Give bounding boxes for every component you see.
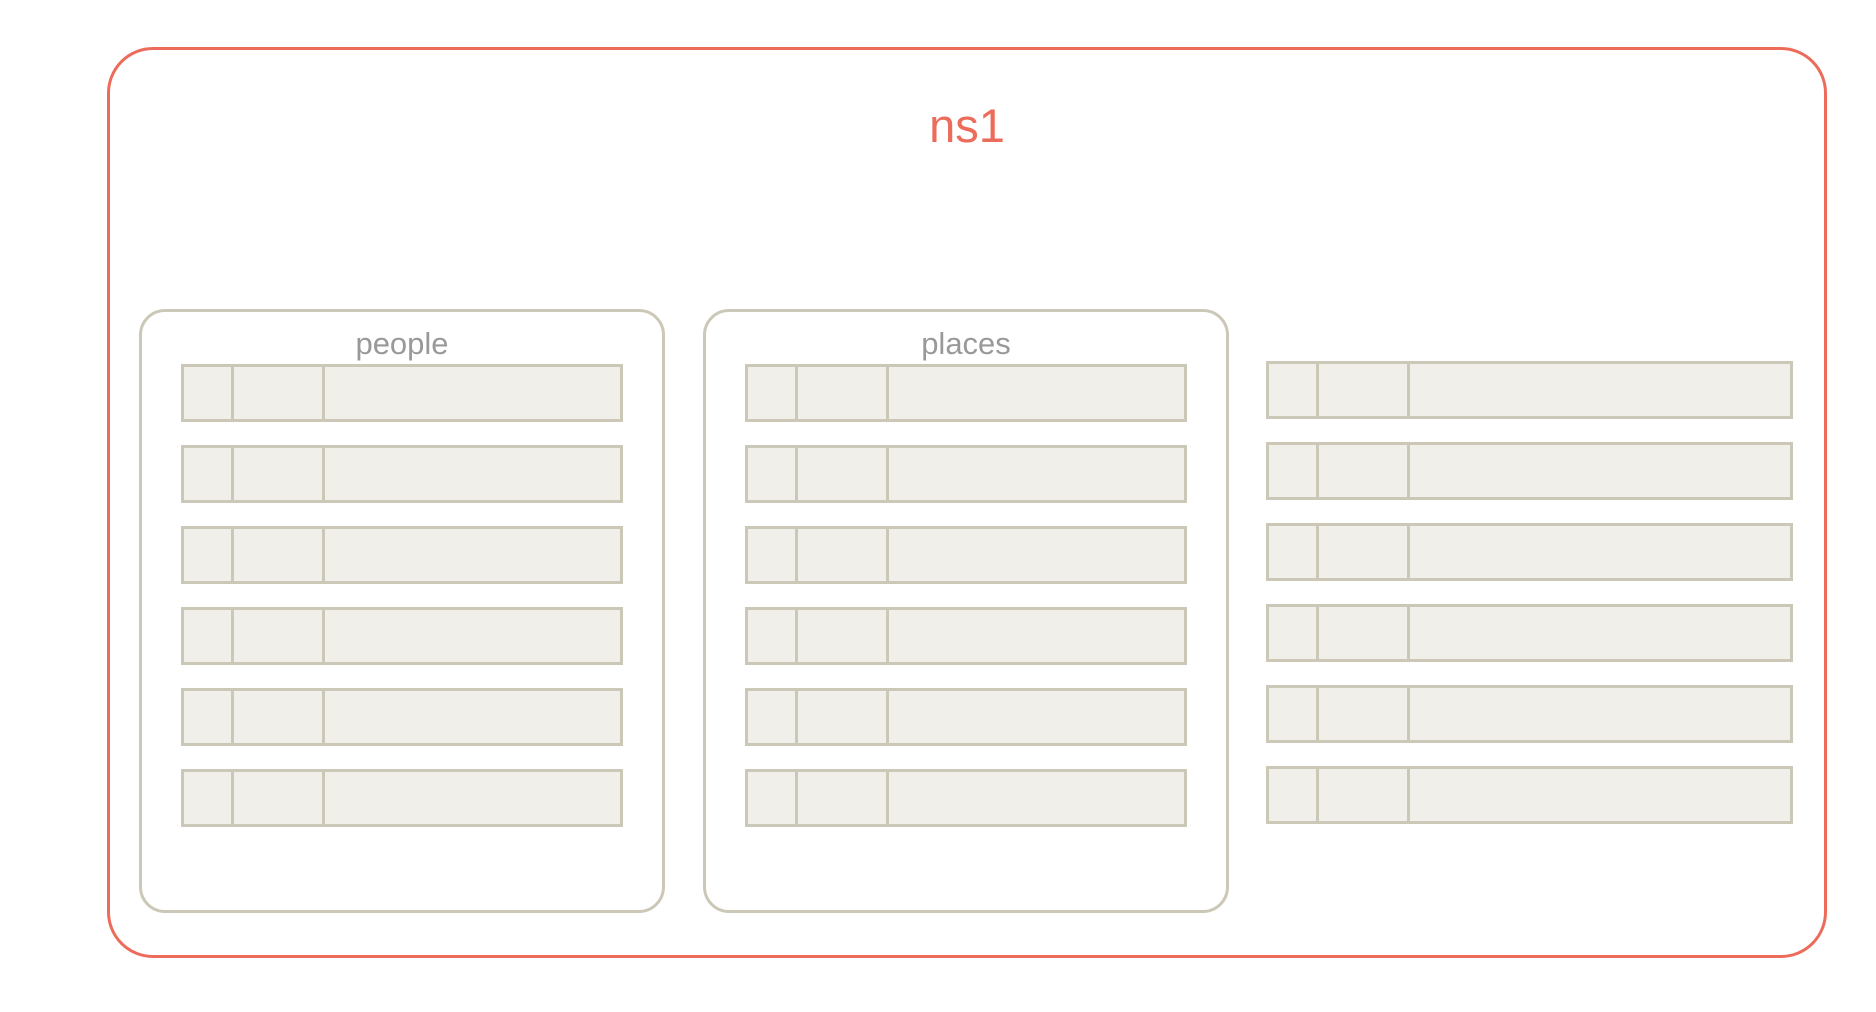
table-cell — [798, 367, 889, 419]
table-cell — [889, 367, 1184, 419]
table-cell — [1269, 445, 1319, 497]
table-cell — [234, 610, 325, 662]
table-row[interactable] — [1266, 523, 1793, 581]
table-cell — [748, 691, 798, 743]
table-cell — [1269, 769, 1319, 821]
table-cell — [234, 448, 325, 500]
table-cell — [325, 691, 620, 743]
table-cell — [798, 529, 889, 581]
table-row[interactable] — [1266, 685, 1793, 743]
table-cell — [1319, 526, 1410, 578]
table-row[interactable] — [181, 364, 623, 422]
table-group-label-places: places — [921, 326, 1011, 361]
table-cell — [1319, 688, 1410, 740]
table-cell — [1410, 688, 1790, 740]
table-rows-people — [181, 364, 623, 827]
table-cell — [1410, 364, 1790, 416]
table-cell — [184, 367, 234, 419]
table-cell — [889, 448, 1184, 500]
table-cell — [234, 367, 325, 419]
table-row[interactable] — [1266, 361, 1793, 419]
table-row[interactable] — [181, 769, 623, 827]
table-cell — [325, 772, 620, 824]
namespace-container: ns1 people places — [107, 47, 1827, 958]
table-row[interactable] — [745, 688, 1187, 746]
table-cell — [325, 610, 620, 662]
table-cell — [325, 367, 620, 419]
table-row[interactable] — [181, 526, 623, 584]
table-cell — [748, 448, 798, 500]
table-rows-ungrouped — [1266, 361, 1793, 824]
table-cell — [798, 772, 889, 824]
table-cell — [748, 610, 798, 662]
table-cell — [1410, 769, 1790, 821]
table-cell — [748, 529, 798, 581]
table-rows-places — [745, 364, 1187, 827]
table-cell — [798, 448, 889, 500]
table-cell — [234, 529, 325, 581]
table-row[interactable] — [745, 526, 1187, 584]
namespace-title: ns1 — [929, 99, 1005, 152]
table-group-ungrouped[interactable] — [1266, 309, 1793, 913]
table-cell — [798, 610, 889, 662]
table-row[interactable] — [745, 445, 1187, 503]
table-cell — [889, 529, 1184, 581]
table-group-places[interactable]: places — [703, 309, 1229, 913]
table-cell — [889, 691, 1184, 743]
table-cell — [1410, 445, 1790, 497]
table-cell — [234, 691, 325, 743]
table-cell — [1319, 607, 1410, 659]
table-row[interactable] — [745, 364, 1187, 422]
table-group-people[interactable]: people — [139, 309, 665, 913]
table-row[interactable] — [745, 607, 1187, 665]
table-cell — [1269, 364, 1319, 416]
table-cell — [1410, 526, 1790, 578]
table-cell — [1319, 445, 1410, 497]
table-cell — [325, 529, 620, 581]
table-cell — [184, 448, 234, 500]
table-cell — [1319, 769, 1410, 821]
table-cell — [889, 610, 1184, 662]
table-cell — [1269, 688, 1319, 740]
table-cell — [184, 691, 234, 743]
table-group-label-people: people — [355, 326, 449, 361]
table-row[interactable] — [181, 688, 623, 746]
table-row[interactable] — [181, 607, 623, 665]
table-cell — [184, 610, 234, 662]
table-row[interactable] — [1266, 766, 1793, 824]
table-cell — [1269, 607, 1319, 659]
table-row[interactable] — [1266, 604, 1793, 662]
table-cell — [1319, 364, 1410, 416]
table-row[interactable] — [1266, 442, 1793, 500]
table-cell — [234, 772, 325, 824]
table-row[interactable] — [181, 445, 623, 503]
table-cell — [748, 367, 798, 419]
table-cell — [184, 529, 234, 581]
table-cell — [325, 448, 620, 500]
table-row[interactable] — [745, 769, 1187, 827]
table-cell — [1410, 607, 1790, 659]
table-cell — [889, 772, 1184, 824]
table-cell — [184, 772, 234, 824]
table-cell — [748, 772, 798, 824]
table-cell — [798, 691, 889, 743]
table-cell — [1269, 526, 1319, 578]
